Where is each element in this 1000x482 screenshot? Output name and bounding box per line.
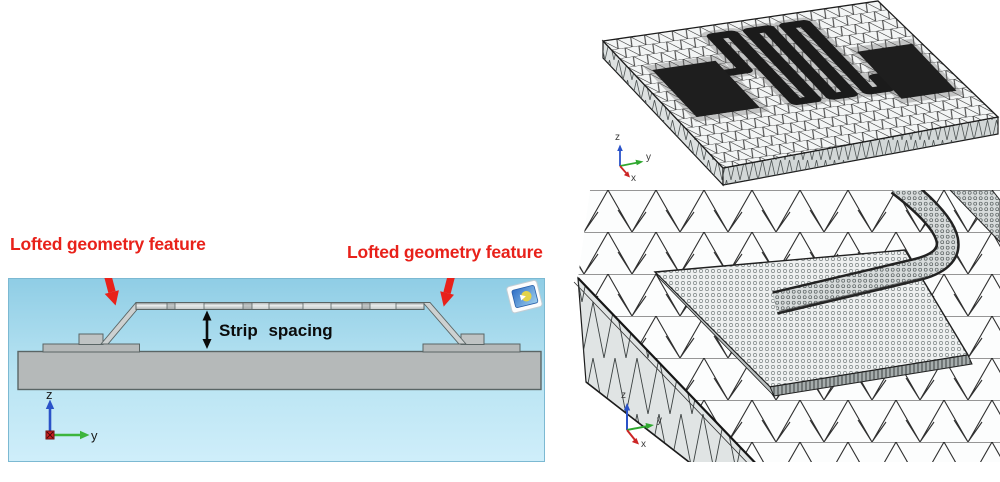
substrate <box>17 350 542 391</box>
axis-triad-icon <box>617 144 644 178</box>
axis-y-label: y <box>91 428 98 443</box>
mesh-overview-figure: z y x <box>560 0 1000 190</box>
meander-trace <box>643 17 965 123</box>
axis-y-label: y <box>646 152 651 163</box>
lofted-strip-closeup <box>772 190 960 315</box>
axis-x-label: x <box>631 173 636 184</box>
slab-side-faces <box>602 39 999 187</box>
left-pad <box>42 343 140 353</box>
axis-triad-icon <box>45 399 90 440</box>
mesh-closeup-figure: z y x <box>560 190 1000 462</box>
strip-spacing-label: Strip spacing <box>219 321 333 340</box>
left-callout-arrow <box>104 278 119 306</box>
cross-section-figure: Lofted geometry feature Lofted geometry … <box>8 234 545 462</box>
lofted-feature-label-left: Lofted geometry feature <box>10 234 206 254</box>
axis-triad-icon <box>623 403 654 445</box>
right-lofted-ramp <box>422 302 467 345</box>
cross-section-canvas <box>8 278 545 462</box>
strip-spacing-arrow <box>202 310 212 349</box>
axis-z-label: z <box>621 390 626 401</box>
elevated-strip <box>135 302 425 310</box>
axis-z-label: z <box>46 387 53 402</box>
substrate-side-face <box>573 276 756 462</box>
axis-y-label: y <box>657 415 662 426</box>
lofted-feature-label-right: Lofted geometry feature <box>347 242 543 262</box>
axis-z-label: z <box>615 132 620 143</box>
comsol-plot-icon <box>506 279 543 314</box>
left-anchor-block <box>78 333 104 345</box>
mesh-closeup-canvas <box>573 190 1000 462</box>
right-callout-arrow <box>440 278 455 307</box>
right-terminal-pad <box>857 43 957 99</box>
right-pad <box>422 343 521 353</box>
clipped-trace-fragment <box>949 190 1000 243</box>
axis-x-label: x <box>641 439 646 450</box>
left-terminal-pad <box>652 60 760 117</box>
mesh-overview-canvas <box>601 0 1000 187</box>
